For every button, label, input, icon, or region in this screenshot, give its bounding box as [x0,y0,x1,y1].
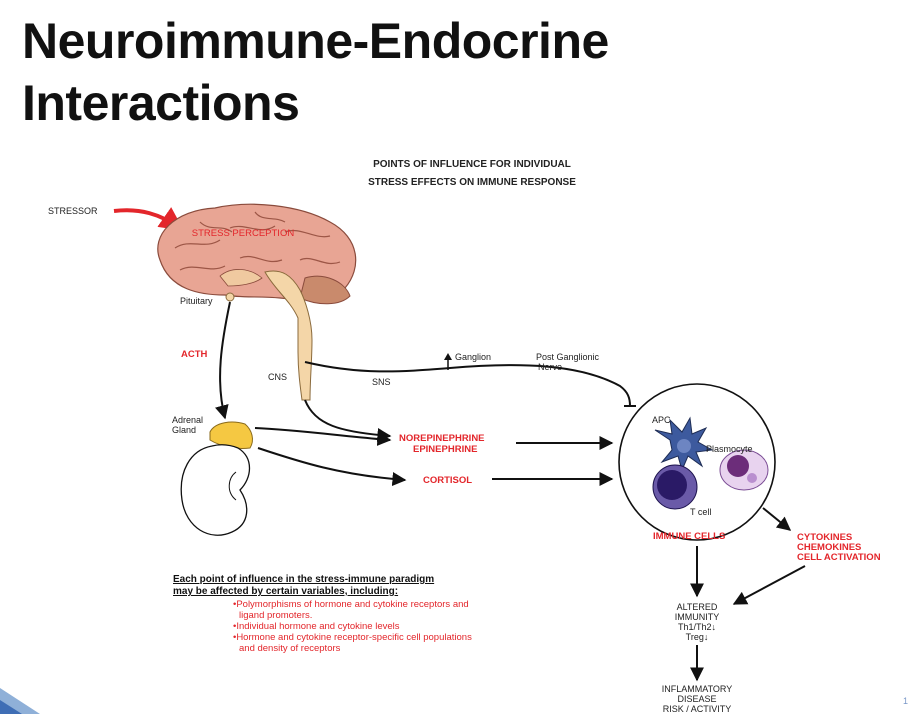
ganglion-label: Ganglion [455,352,491,362]
altered-label-line-1: ALTERED [677,602,718,612]
slide-title: Neuroimmune-Endocrine Interactions [22,10,609,134]
cns-label: CNS [268,372,287,382]
variables-heading-line-2: may be affected by certain variables, in… [173,586,398,597]
figure-heading-line-1: POINTS OF INFLUENCE FOR INDIVIDUAL [373,159,571,170]
pituitary-icon [225,292,235,302]
variables-heading-line-1: Each point of influence in the stress-im… [173,574,434,585]
acth-label: ACTH [181,349,208,360]
stress-perception-label: STRESS PERCEPTION [192,228,295,239]
adrenal-to-epinephrine-arrow [254,427,392,446]
cytokines-to-altered-arrow [732,565,806,605]
cortisol-label: CORTISOL [423,475,472,486]
variable-item: and density of receptors [239,643,341,654]
sns-label: SNS [372,377,391,387]
sns-nerve-line [304,361,631,407]
cell-activation-label: CELL ACTIVATION [797,552,881,563]
slide-title-line-1: Neuroimmune-Endocrine [22,13,609,69]
figure-heading-line-2: STRESS EFFECTS ON IMMUNE RESPONSE [368,177,576,188]
plasmocyte-label: Plasmocyte [706,444,753,454]
disease-label-line-1: INFLAMMATORY [662,684,733,694]
post-ganglionic-label-line-1: Post Ganglionic [536,352,600,362]
adrenal-label-line-1: Adrenal [172,415,203,425]
cns-to-norepinephrine-arrow [304,399,392,442]
variables-note: Each point of influence in the stress-im… [173,574,472,654]
pituitary-label: Pituitary [180,296,213,306]
post-ganglionic-label-line-2: Nerve [538,362,562,372]
altered-label-line-4: Treg↓ [686,632,709,642]
kidney-hilum-line [228,471,237,501]
plasmocyte-icon [719,449,769,491]
disease-label-line-2: DISEASE [677,694,716,704]
brain-icon [157,203,357,401]
variable-item: •Hormone and cytokine receptor-specific … [233,632,472,643]
slide-corner-decoration [0,688,40,714]
disease-label-line-3: RISK / ACTIVITY [663,704,732,714]
variable-item: •Polymorphisms of hormone and cytokine r… [233,599,469,610]
norepinephrine-label: NOREPINEPHRINE [399,433,485,444]
immune-to-cytokines-arrow [762,507,792,531]
t-cell-label: T cell [690,507,711,517]
variable-item: ligand promoters. [239,610,312,621]
t-cell-icon [652,464,698,510]
adrenal-to-cortisol-arrow [257,447,407,487]
altered-label-line-2: IMMUNITY [675,612,720,622]
slide-title-line-2: Interactions [22,75,300,131]
variable-item: •Individual hormone and cytokine levels [233,621,400,632]
cytokines-label: CYTOKINES [797,532,852,543]
apc-label: APC [652,415,671,425]
stressor-label: STRESSOR [48,206,98,216]
kidney-icon [180,444,251,536]
acth-arrow [215,301,231,420]
immune-cells-label: IMMUNE CELLS [653,531,725,542]
altered-label-line-3: Th1/Th2↓ [678,622,716,632]
ganglion-icon [444,353,452,360]
chemokines-label: CHEMOKINES [797,542,861,553]
apc-cell-icon [654,416,714,472]
page-number: 1 [902,696,908,706]
epinephrine-label: EPINEPHRINE [413,444,477,455]
adrenal-label-line-2: Gland [172,425,196,435]
